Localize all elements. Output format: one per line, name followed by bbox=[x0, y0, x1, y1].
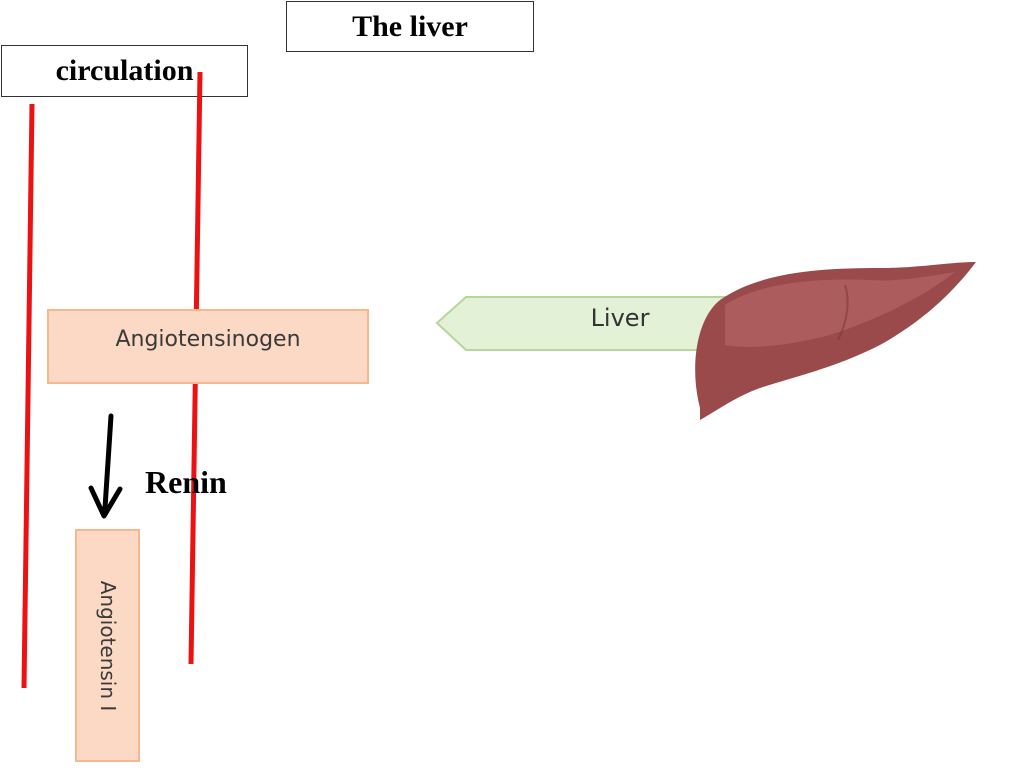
angiotensin-label: Angiotensin I bbox=[95, 580, 120, 711]
renin-label: Renin bbox=[145, 464, 227, 500]
circulation-divider-left bbox=[21, 103, 35, 689]
liver-icon bbox=[695, 262, 976, 420]
circulation-title: circulation bbox=[1, 45, 248, 97]
angiotensinogen-box: Angiotensinogen bbox=[47, 309, 369, 384]
liver-arrow-label: Liver bbox=[590, 304, 650, 332]
angiotensinogen-label: Angiotensinogen bbox=[115, 327, 301, 352]
arrow-down-icon bbox=[88, 413, 123, 519]
liver-title: The liver bbox=[286, 1, 534, 52]
angiotensin-box: Angiotensin I bbox=[75, 529, 140, 762]
